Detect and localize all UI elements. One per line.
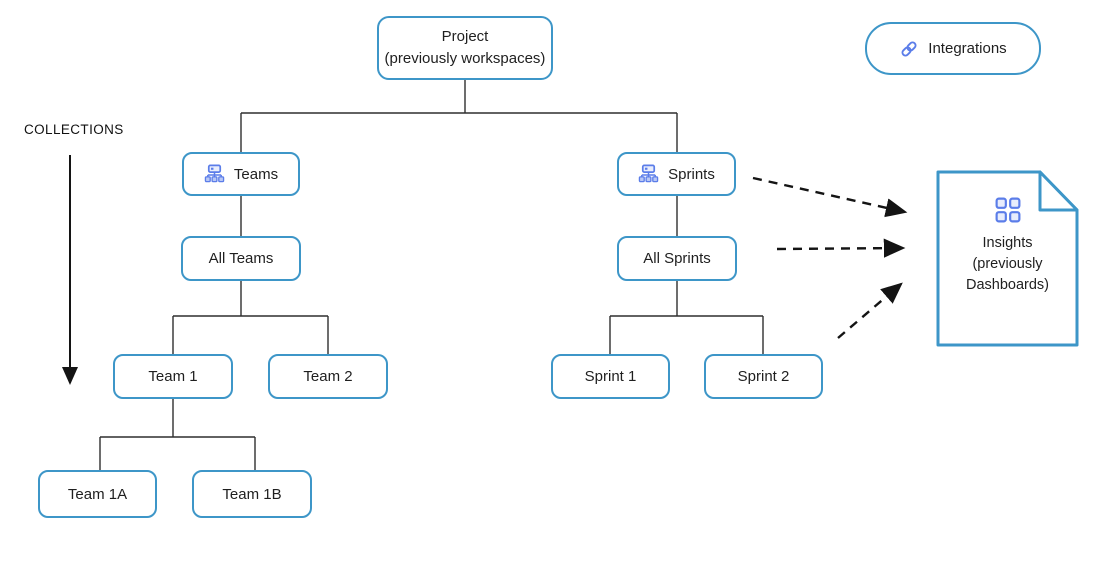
dashed-arrow-sprints-to-insights xyxy=(752,176,908,218)
insights-title: Insights xyxy=(982,235,1033,251)
node-project: Project (previously workspaces) xyxy=(377,16,553,80)
node-team-1: Team 1 xyxy=(113,354,233,399)
node-team-1a-label: Team 1A xyxy=(67,485,128,503)
org-chart-icon xyxy=(638,164,659,184)
node-team-1-label: Team 1 xyxy=(148,368,198,385)
node-sprint-2-label: Sprint 2 xyxy=(737,368,790,385)
node-team-1b-label: Team 1B xyxy=(222,485,282,503)
node-integrations-label: Integrations xyxy=(928,40,1007,57)
node-team-1a: Team 1A xyxy=(38,470,157,518)
org-chart-icon xyxy=(204,164,225,184)
node-sprint-1: Sprint 1 xyxy=(551,354,670,399)
node-sprints-label: Sprints xyxy=(668,165,715,183)
insights-subtitle: (previously Dashboards) xyxy=(965,256,1049,293)
dashed-arrow-sprinttree-to-insights xyxy=(837,282,903,339)
node-integrations: Integrations xyxy=(865,22,1041,75)
node-all-sprints-label: All Sprints xyxy=(643,250,711,267)
node-teams-label: Teams xyxy=(233,165,279,183)
tree-connectors xyxy=(99,80,764,470)
collections-label: COLLECTIONS xyxy=(24,122,124,137)
insights-label: Insights (previously Dashboards) xyxy=(952,233,1064,296)
node-all-teams: All Teams xyxy=(181,236,301,281)
node-team-1b: Team 1B xyxy=(192,470,312,518)
node-team-2: Team 2 xyxy=(268,354,388,399)
node-sprint-1-label: Sprint 1 xyxy=(584,368,637,385)
grid-icon xyxy=(995,197,1021,223)
link-icon xyxy=(899,39,919,59)
node-all-sprints: All Sprints xyxy=(617,236,737,281)
node-teams: Teams xyxy=(182,152,300,196)
node-team-2-label: Team 2 xyxy=(303,368,353,385)
document-shape xyxy=(936,170,1079,347)
dashed-arrow-allsprints-to-insights xyxy=(776,238,906,258)
node-sprints: Sprints xyxy=(617,152,736,196)
node-sprint-2: Sprint 2 xyxy=(704,354,823,399)
insights-document: Insights (previously Dashboards) xyxy=(936,170,1079,347)
node-project-subtitle: (previously workspaces) xyxy=(384,50,546,67)
node-all-teams-label: All Teams xyxy=(208,250,274,267)
node-project-title: Project xyxy=(441,27,489,45)
